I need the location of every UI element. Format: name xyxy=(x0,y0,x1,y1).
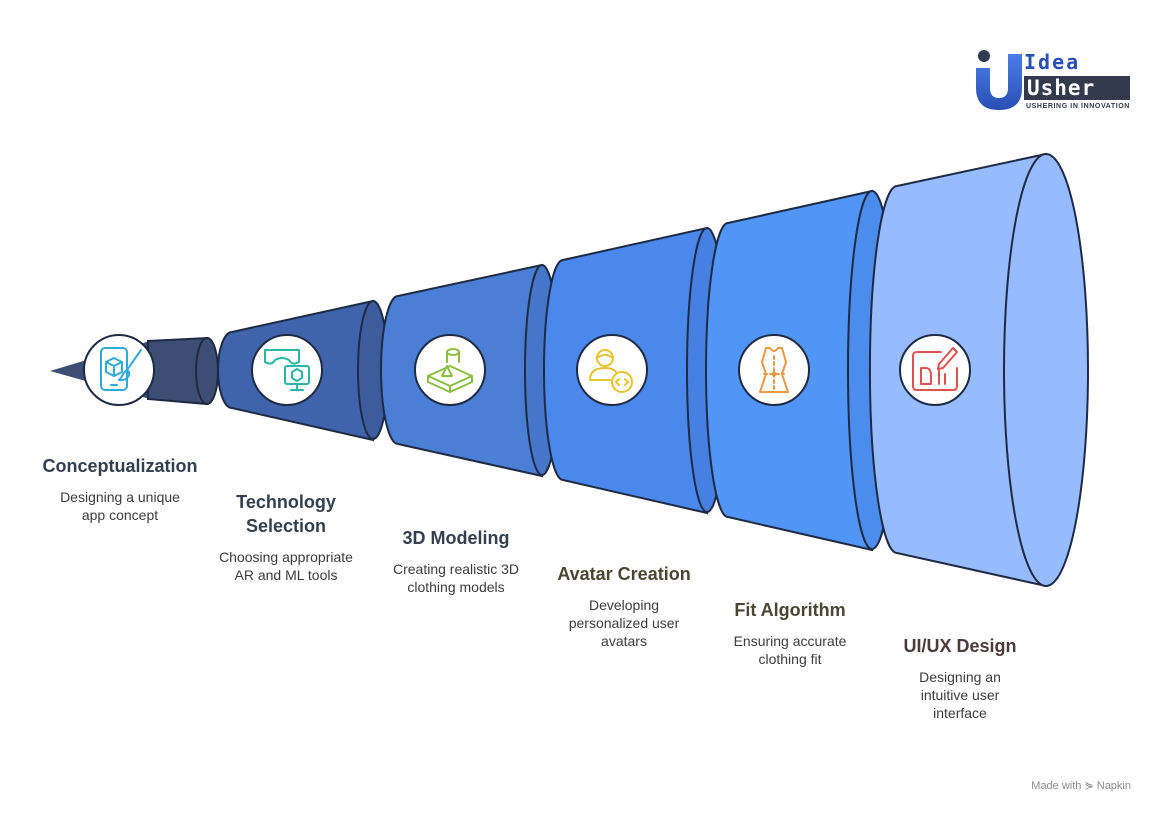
stage-title: Avatar Creation xyxy=(557,564,691,584)
stage-description: Designing an intuitive user interface xyxy=(919,669,1001,721)
idea-usher-logo: Idea Usher USHERING IN INNOVATION xyxy=(972,46,1137,116)
logo-word-usher: Usher xyxy=(1027,76,1096,100)
stage-label-conceptualization: Conceptualization Designing a unique app… xyxy=(20,454,220,524)
stage-description: Developing personalized user avatars xyxy=(568,597,680,649)
stage-title: Fit Algorithm xyxy=(734,600,846,620)
ui-design-pencil-icon xyxy=(899,334,971,406)
dress-form-icon xyxy=(738,334,810,406)
stage-description: Ensuring accurate clothing fit xyxy=(733,633,847,667)
stage-label-3d-modeling: 3D Modeling Creating realistic 3D clothi… xyxy=(376,526,536,596)
3d-shapes-icon xyxy=(414,334,486,406)
stage-label-fit-algorithm: Fit Algorithm Ensuring accurate clothing… xyxy=(710,598,870,668)
stage-label-technology-selection: Technology Selection Choosing appropriat… xyxy=(211,490,361,584)
made-with-napkin-credit: Made with ⋟ Napkin xyxy=(1031,780,1131,792)
stage-description: Creating realistic 3D clothing models xyxy=(392,561,520,595)
stage-label-ui-ux-design: UI/UX Design Designing an intuitive user… xyxy=(880,634,1040,722)
logo-word-usher-box xyxy=(1024,76,1130,100)
funnel-segment-conceptualization xyxy=(147,336,219,406)
stage-title: 3D Modeling xyxy=(402,528,510,548)
logo-word-idea: Idea xyxy=(1024,50,1081,74)
vr-headset-monitor-icon xyxy=(251,334,323,406)
stage-title: UI/UX Design xyxy=(903,636,1017,656)
user-avatar-code-icon xyxy=(576,334,648,406)
tablet-cube-paintbrush-icon xyxy=(83,334,155,406)
stage-title: Technology Selection xyxy=(236,492,336,536)
stage-title: Conceptualization xyxy=(42,456,198,476)
stage-description: Designing a unique app concept xyxy=(60,489,180,523)
logo-tagline: USHERING IN INNOVATION xyxy=(1026,103,1130,110)
stage-label-avatar-creation: Avatar Creation Developing personalized … xyxy=(542,562,706,650)
logo-u-mark xyxy=(976,50,1022,110)
stage-description: Choosing appropriate AR and ML tools xyxy=(219,549,353,583)
